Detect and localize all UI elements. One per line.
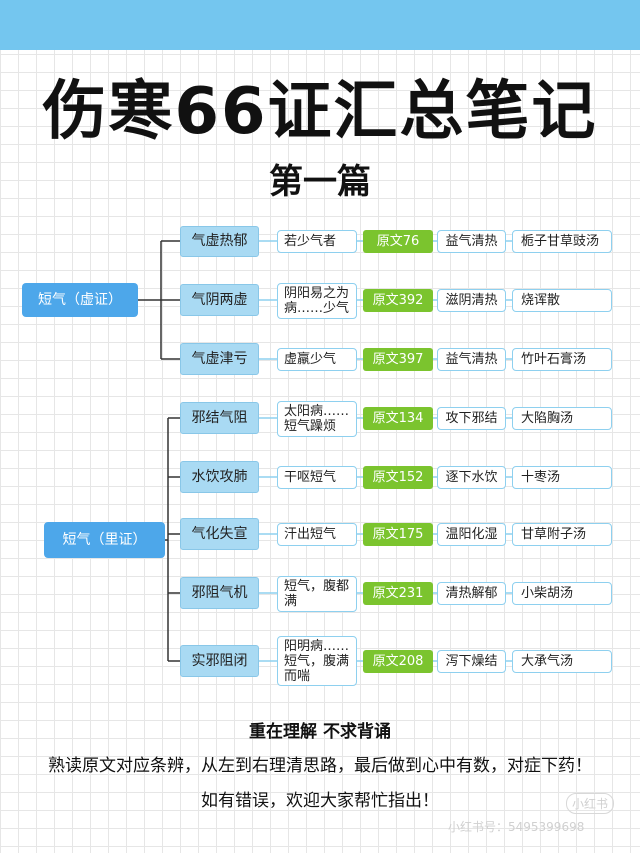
treatment-method-box: 益气清热: [437, 230, 506, 253]
treatment-method-box: 攻下邪结: [437, 407, 506, 430]
footer-line-1: 熟读原文对应条辨，从左到右理清思路，最后做到心中有数，对症下药！: [48, 756, 592, 776]
source-tag: 原文392: [363, 289, 433, 312]
formula-box: 大陷胸汤: [512, 407, 612, 430]
formula-box: 烧诨散: [512, 289, 612, 312]
symptom-box: 干呕短气: [277, 466, 357, 489]
treatment-method-box: 逐下水饮: [437, 466, 506, 489]
symptom-box: 阳明病……短气，腹满而喘: [277, 636, 357, 686]
treatment-method-box: 泻下燥结: [437, 650, 506, 673]
formula-box: 栀子甘草豉汤: [512, 230, 612, 253]
category-box: 气虚津亏: [180, 343, 259, 375]
top-banner: [0, 0, 640, 50]
watermark-id: 小红书号：5495399698: [448, 820, 585, 834]
watermark-logo: 小红书: [566, 793, 615, 814]
footer-heading: 重在理解 不求背诵: [249, 722, 391, 742]
source-tag: 原文134: [363, 407, 433, 430]
symptom-box: 短气，腹都满: [277, 576, 357, 612]
group-root-interior: 短气（里证）: [44, 522, 165, 558]
source-tag: 原文76: [363, 230, 433, 253]
category-box: 气阴两虚: [180, 284, 259, 316]
source-tag: 原文397: [363, 348, 433, 371]
source-tag: 原文152: [363, 466, 433, 489]
page-title: 伤寒66证汇总笔记: [42, 75, 598, 149]
symptom-box: 汗出短气: [277, 523, 357, 546]
formula-box: 小柴胡汤: [512, 582, 612, 605]
treatment-method-box: 滋阴清热: [437, 289, 506, 312]
connector-lines: [138, 240, 512, 662]
formula-box: 甘草附子汤: [512, 523, 612, 546]
category-box: 气化失宣: [180, 518, 259, 550]
group-root-deficiency: 短气（虚证）: [22, 283, 138, 317]
category-box: 气虚热郁: [180, 226, 259, 257]
category-box: 邪结气阻: [180, 402, 259, 434]
source-tag: 原文231: [363, 582, 433, 605]
formula-box: 大承气汤: [512, 650, 612, 673]
source-tag: 原文208: [363, 650, 433, 673]
category-box: 水饮攻肺: [180, 461, 259, 493]
symptom-box: 若少气者: [277, 230, 357, 253]
symptom-box: 虚羸少气: [277, 348, 357, 371]
symptom-box: 太阳病……短气躁烦: [277, 401, 357, 437]
page-subtitle: 第一篇: [269, 162, 371, 202]
formula-box: 十枣汤: [512, 466, 612, 489]
category-box: 实邪阻闭: [180, 645, 259, 677]
category-box: 邪阻气机: [180, 577, 259, 609]
treatment-method-box: 清热解郁: [437, 582, 506, 605]
treatment-method-box: 益气清热: [437, 348, 506, 371]
formula-box: 竹叶石膏汤: [512, 348, 612, 371]
symptom-box: 阴阳易之为病……少气: [277, 283, 357, 319]
source-tag: 原文175: [363, 523, 433, 546]
footer-line-2: 如有错误，欢迎大家帮忙指出！: [201, 791, 439, 811]
treatment-method-box: 温阳化湿: [437, 523, 506, 546]
